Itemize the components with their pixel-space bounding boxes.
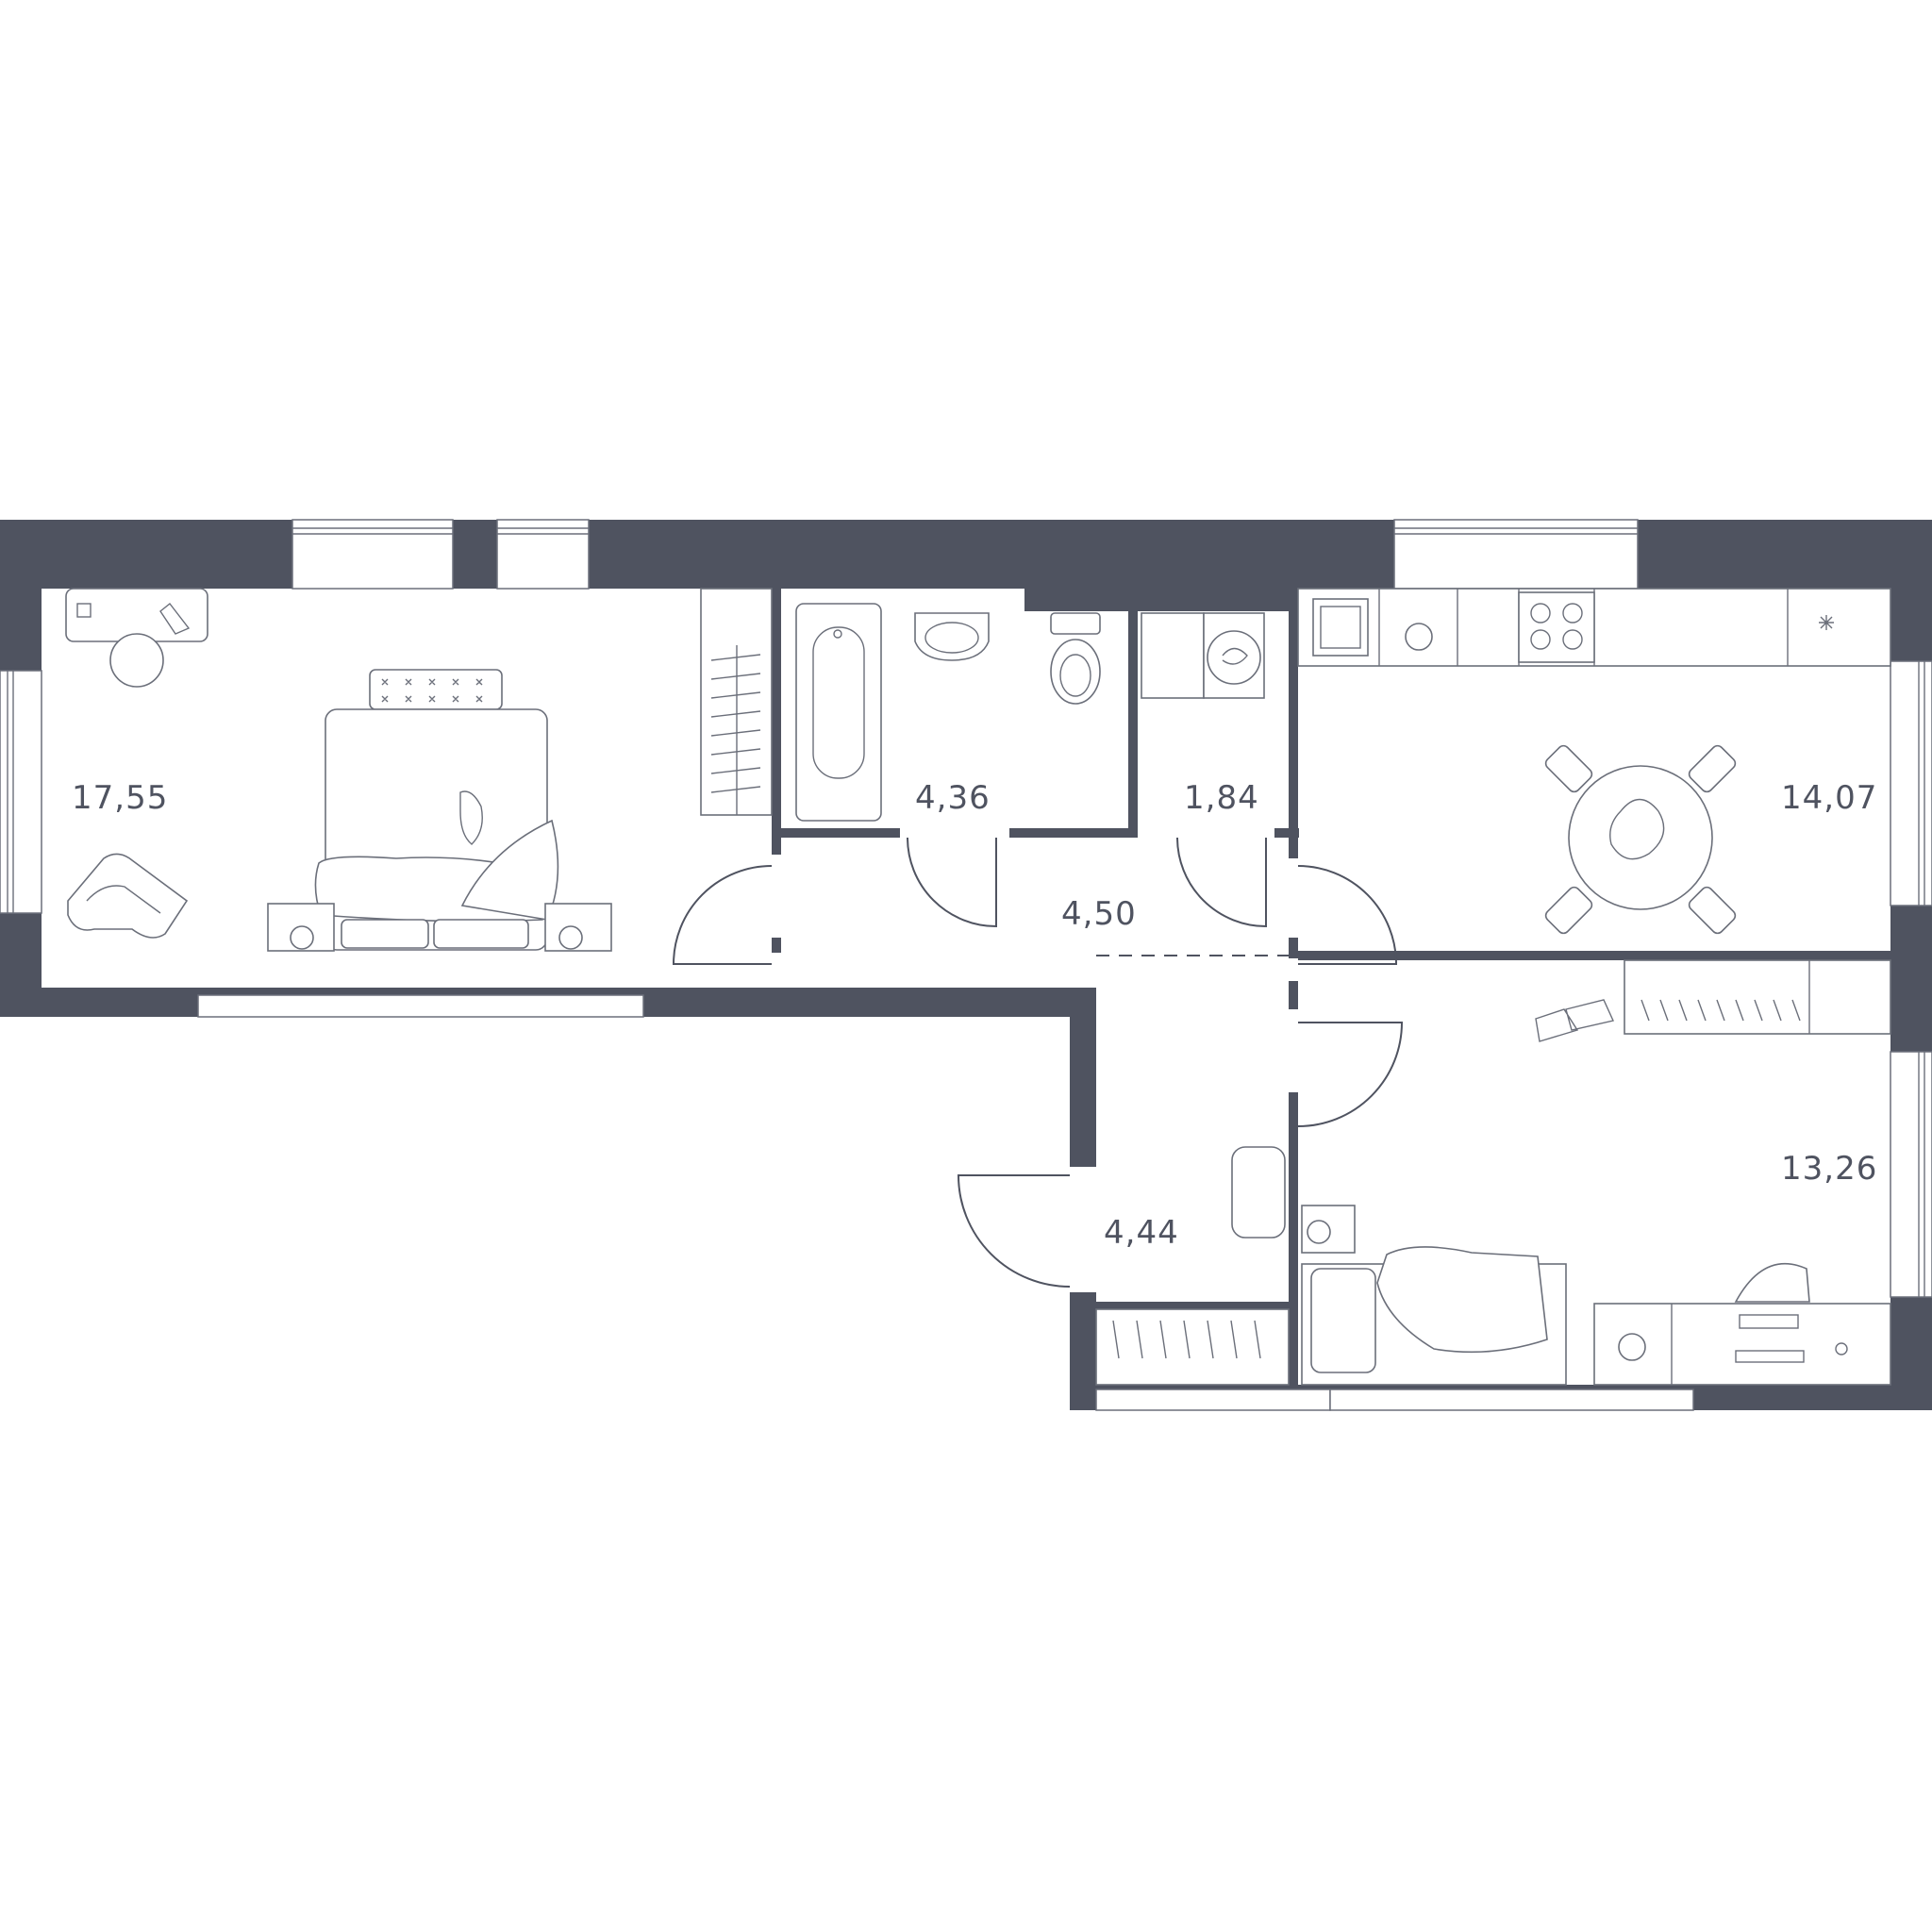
area-hall: 4,50 bbox=[1061, 895, 1137, 933]
area-laundry: 1,84 bbox=[1184, 779, 1259, 817]
area-labels: 17,55 4,36 1,84 14,07 4,50 4,44 13,26 bbox=[72, 779, 1877, 1252]
kitchen-furniture bbox=[1297, 588, 1891, 935]
area-kids-room: 13,26 bbox=[1781, 1150, 1877, 1188]
doors bbox=[672, 837, 1404, 1288]
area-bathroom: 4,36 bbox=[915, 779, 991, 817]
area-entrance: 4,44 bbox=[1104, 1214, 1179, 1252]
area-kitchen: 14,07 bbox=[1781, 779, 1877, 817]
walls bbox=[0, 520, 1932, 1410]
kids-room-furniture bbox=[1095, 959, 1891, 1386]
laundry-furniture bbox=[1141, 612, 1265, 699]
bathroom-furniture bbox=[795, 603, 1101, 822]
bedroom-furniture bbox=[65, 588, 773, 952]
area-bedroom: 17,55 bbox=[72, 779, 168, 817]
cushion-pattern bbox=[381, 678, 483, 703]
windows bbox=[0, 519, 1932, 1411]
